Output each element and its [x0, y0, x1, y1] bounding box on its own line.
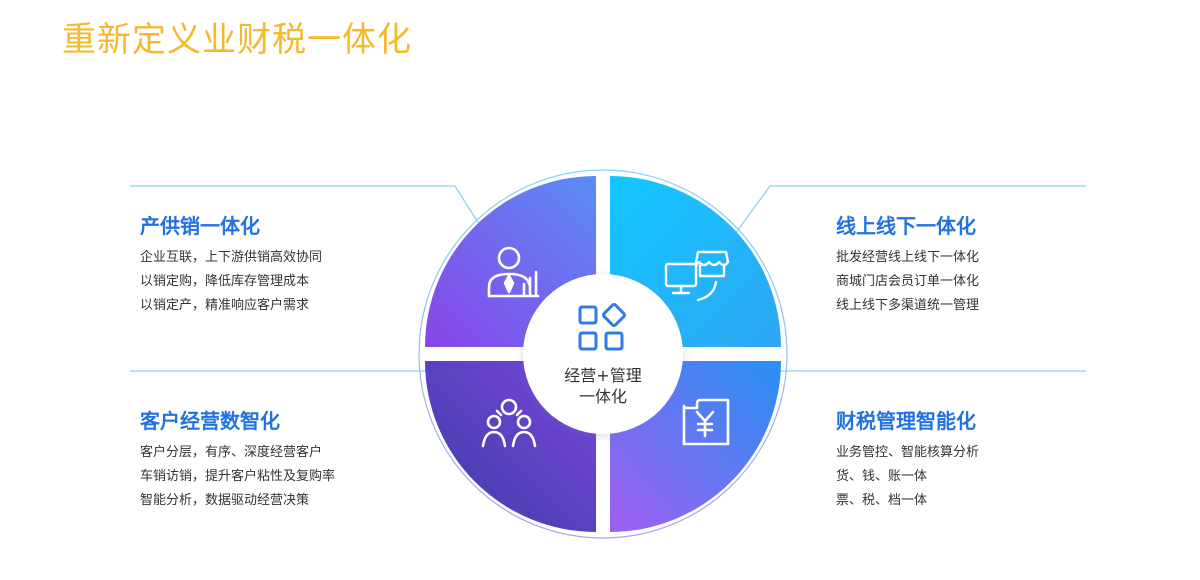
center-label-line1: 经营+管理 [564, 366, 642, 385]
block-title: 产供销一体化 [140, 214, 260, 238]
block-finance-tax: 财税管理智能化 业务管控、智能核算分析 货、钱、账一体 票、税、档一体 [836, 408, 1136, 513]
people-network-icon [481, 398, 537, 448]
center-label: 经营+管理 一体化 [548, 365, 658, 407]
block-line: 票、税、档一体 [836, 493, 928, 508]
block-online-offline: 线上线下一体化 批发经营线上线下一体化 商城门店会员订单一体化 线上线下多渠道统… [836, 213, 1136, 318]
block-line: 业务管控、智能核算分析 [836, 445, 980, 460]
block-line: 商城门店会员订单一体化 [836, 274, 980, 289]
connector-top-right [734, 185, 1086, 235]
block-line: 以销定产，精准响应客户需求 [140, 298, 310, 313]
outer-ring [418, 169, 788, 539]
block-line: 客户分层，有序、深度经营客户 [140, 445, 323, 460]
block-customer-operations: 客户经营数智化 客户分层，有序、深度经营客户 车销访销，提升客户粘性及复购率 智… [140, 408, 440, 513]
connector-lines [130, 185, 1086, 372]
block-line: 批发经营线上线下一体化 [836, 250, 980, 265]
block-title: 客户经营数智化 [140, 409, 280, 433]
block-line: 以销定购，降低库存管理成本 [140, 274, 310, 289]
block-line: 企业互联，上下游供销高效协同 [140, 250, 323, 265]
block-title: 财税管理智能化 [836, 409, 976, 433]
block-supply-chain: 产供销一体化 企业互联，上下游供销高效协同 以销定购，降低库存管理成本 以销定产… [140, 213, 440, 318]
business-person-chart-icon [487, 246, 540, 298]
center-disc [523, 274, 683, 434]
monitor-store-icon [664, 250, 730, 302]
block-line: 车销访销，提升客户粘性及复购率 [140, 469, 336, 484]
block-line: 货、钱、账一体 [836, 469, 928, 484]
page-title: 重新定义业财税一体化 [62, 20, 412, 60]
yuan-folder-icon [682, 398, 730, 446]
connector-top-left [130, 185, 485, 233]
apps-grid-icon [578, 303, 626, 351]
block-title: 线上线下一体化 [836, 214, 976, 238]
block-line: 线上线下多渠道统一管理 [836, 298, 980, 313]
block-line: 智能分析，数据驱动经营决策 [140, 493, 310, 508]
center-label-line2: 一体化 [578, 387, 627, 406]
